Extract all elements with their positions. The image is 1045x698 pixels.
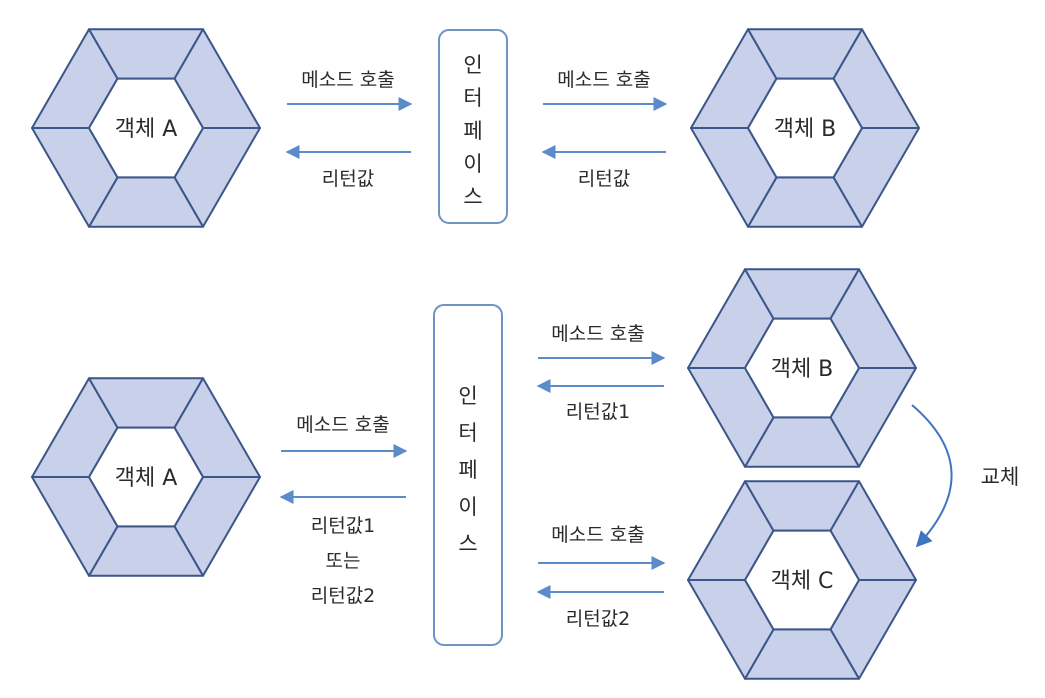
top-interface-char: 인 — [463, 53, 482, 77]
top-right-return-label: 리턴값 — [578, 168, 630, 190]
top-object-a-label: 객체 A — [115, 117, 178, 142]
bottom-c-call-label: 메소드 호출 — [551, 524, 644, 546]
bottom-diagram: 객체 A 메소드 호출 리턴값1 또는 리턴값2 인 터 페 이 스 메소드 호… — [31, 268, 1020, 680]
replace-label: 교체 — [981, 465, 1020, 489]
bottom-object-b-label: 객체 B — [771, 357, 834, 382]
top-interface-char: 스 — [463, 185, 482, 209]
top-object-b-label: 객체 B — [774, 117, 837, 142]
bottom-interface-box — [433, 304, 503, 646]
hexagon-center — [743, 317, 861, 419]
bottom-object-a-label: 객체 A — [115, 466, 178, 491]
bottom-object-c-hexagon: 객체 C — [687, 480, 917, 680]
hexagon-center — [746, 77, 864, 179]
bottom-c-return-label: 리턴값2 — [566, 608, 631, 630]
top-object-b-hexagon: 객체 B — [690, 28, 920, 228]
bottom-left-return-line: 또는 — [326, 550, 361, 572]
hexagon-center — [87, 77, 205, 179]
hexagon-center — [743, 529, 861, 631]
bottom-object-c-label: 객체 C — [771, 569, 834, 594]
bottom-left-call-label: 메소드 호출 — [296, 414, 389, 436]
bottom-object-a-hexagon: 객체 A — [31, 377, 261, 577]
bottom-left-return-line: 리턴값2 — [311, 585, 376, 607]
top-interface-box — [438, 29, 508, 224]
top-interface-char: 터 — [463, 86, 482, 110]
hexagon-center — [87, 426, 205, 528]
top-object-a-hexagon: 객체 A — [31, 28, 261, 228]
bottom-interface-char: 인 — [458, 384, 477, 408]
bottom-interface-char: 이 — [458, 495, 477, 519]
bottom-object-b-hexagon: 객체 B — [687, 268, 917, 468]
top-diagram: 객체 A 메소드 호출 리턴값 인 터 페 이 스 메소드 호출 리턴값 객체 … — [31, 28, 920, 228]
replace-curved-arrow — [911, 404, 953, 548]
top-interface-char: 페 — [463, 119, 482, 143]
bottom-b-call-label: 메소드 호출 — [551, 323, 644, 345]
bottom-b-return-label: 리턴값1 — [566, 401, 631, 423]
bottom-interface-char: 스 — [458, 532, 477, 556]
bottom-interface-char: 페 — [458, 458, 477, 482]
top-right-call-label: 메소드 호출 — [557, 69, 650, 91]
top-left-call-label: 메소드 호출 — [301, 69, 394, 91]
top-interface-char: 이 — [463, 152, 482, 176]
bottom-interface-char: 터 — [458, 421, 477, 445]
bottom-left-return-line: 리턴값1 — [311, 515, 376, 537]
top-left-return-label: 리턴값 — [322, 168, 374, 190]
